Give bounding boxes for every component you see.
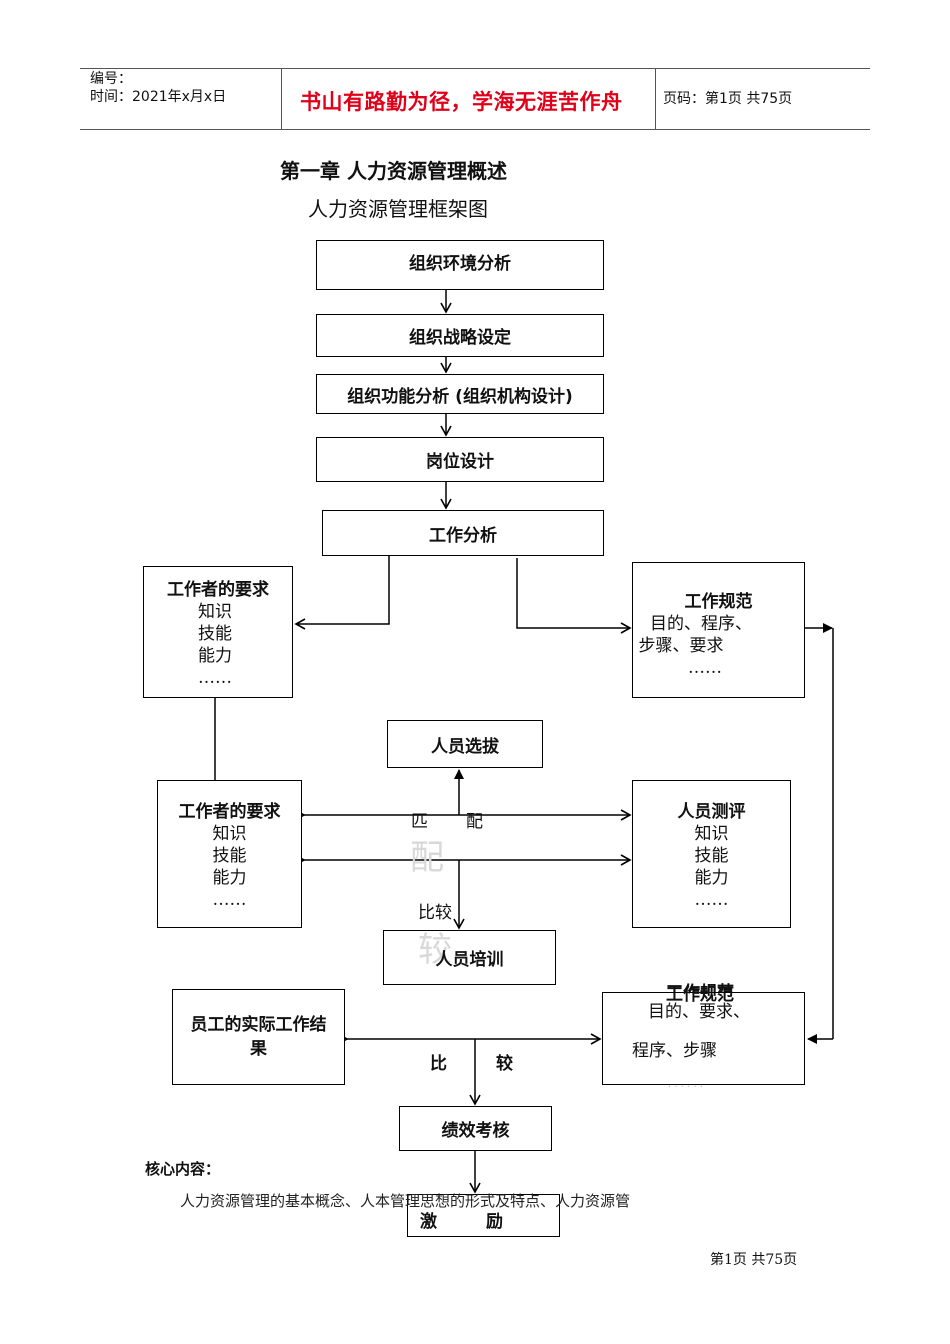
function-analysis-box: 组织功能分析 (组织机构设计): [316, 374, 604, 414]
header-divider-right: [655, 68, 656, 129]
worker-req-top-line: ……: [198, 668, 232, 688]
assessment-line: ……: [694, 890, 729, 910]
worker-req-top-line: 技能: [198, 624, 232, 644]
doc-code-label: 编号：: [90, 71, 132, 87]
match-label-left: 匹: [411, 812, 428, 832]
job-spec-bottom-line2: 程序、步骤: [632, 1041, 717, 1061]
actual-results-label: 员工的实际工作结果: [190, 1015, 327, 1059]
figure-title: 人力资源管理框架图: [308, 197, 488, 221]
job-analysis-box: 工作分析: [322, 510, 604, 556]
assessment-line: 知识: [694, 824, 729, 844]
worker-req-mid-line: 技能: [212, 846, 247, 866]
footer-page-number: 第1页 共75页: [710, 1252, 798, 1268]
header-divider-left: [281, 68, 282, 129]
selection-box: 人员选拔: [387, 720, 543, 768]
compare-right-label: 较: [496, 1054, 513, 1074]
header-top-rule: [80, 68, 870, 69]
header-page-label: 页码：第1页 共75页: [663, 91, 793, 107]
job-spec-bottom-box: [602, 992, 805, 1085]
performance-box: 绩效考核: [399, 1106, 552, 1151]
chapter-title: 第一章 人力资源管理概述: [280, 159, 507, 183]
worker-req-mid-line: 知识: [212, 824, 247, 844]
doc-time-label: 时间：2021年x月x日: [90, 89, 227, 105]
job-spec-bottom-title-overlay: 工作规范: [666, 985, 734, 1005]
worker-req-top-line: 知识: [198, 602, 232, 622]
job-spec-bottom-line1: 目的、要求、: [648, 1002, 750, 1022]
job-design-label: 岗位设计: [426, 452, 494, 472]
performance-label: 绩效考核: [441, 1121, 510, 1141]
worker-req-top-box: 工作者的要求 知识 技能 能力 ……: [143, 566, 293, 698]
actual-results-box: 员工的实际工作结果: [172, 989, 345, 1085]
worker-req-mid-title: 工作者的要求: [178, 802, 281, 822]
header-motto: 书山有路勤为径，学海无涯苦作舟: [300, 90, 623, 114]
worker-req-mid-line: ……: [212, 890, 247, 910]
job-spec-top-line: 目的、程序、: [650, 614, 752, 634]
header-bottom-rule: [80, 129, 870, 130]
compare-faint-label: 较: [418, 930, 452, 970]
assessment-box: 人员测评 知识 技能 能力 ……: [632, 780, 791, 928]
compare-mid-label: 比较: [418, 903, 452, 923]
worker-req-top-title: 工作者的要求: [167, 580, 269, 600]
match-faint-label: 配: [410, 838, 444, 878]
training-label: 人员培训: [435, 950, 504, 970]
strategy-box: 组织战略设定: [316, 314, 604, 357]
worker-req-mid-line: 能力: [212, 868, 247, 888]
env-analysis-box: 组织环境分析: [316, 240, 604, 290]
strategy-label: 组织战略设定: [409, 328, 511, 348]
assessment-line: 技能: [694, 846, 729, 866]
job-spec-top-line: 步骤、要求: [638, 636, 724, 656]
assessment-line: 能力: [694, 868, 729, 888]
incentive-box: 激 励: [407, 1194, 560, 1237]
compare-left-label: 比: [430, 1054, 447, 1074]
selection-label: 人员选拔: [431, 736, 499, 757]
job-design-box: 岗位设计: [316, 437, 604, 482]
worker-req-mid-box: 工作者的要求 知识 技能 能力 ……: [157, 780, 302, 928]
training-box: 人员培训: [383, 930, 556, 985]
incentive-label-right: 励: [486, 1212, 503, 1232]
core-text: 人力资源管理的基本概念、人本管理思想的形式及特点、人力资源管: [180, 1192, 631, 1210]
assessment-title: 人员测评: [677, 802, 746, 822]
job-spec-bottom-dots: · · · · · ·: [668, 1082, 703, 1093]
job-spec-top-title: 工作规范: [684, 592, 753, 612]
worker-req-top-line: 能力: [198, 646, 232, 666]
env-analysis-label: 组织环境分析: [409, 254, 511, 274]
incentive-label-left: 激: [420, 1212, 437, 1232]
function-analysis-label: 组织功能分析 (组织机构设计): [347, 386, 573, 407]
core-heading: 核心内容：: [145, 1160, 221, 1178]
match-label-right: 配: [466, 812, 483, 832]
job-analysis-label: 工作分析: [429, 525, 497, 546]
job-spec-top-line: ……: [688, 658, 722, 678]
job-spec-top-box: 工作规范 目的、程序、 步骤、要求 ……: [632, 562, 805, 698]
